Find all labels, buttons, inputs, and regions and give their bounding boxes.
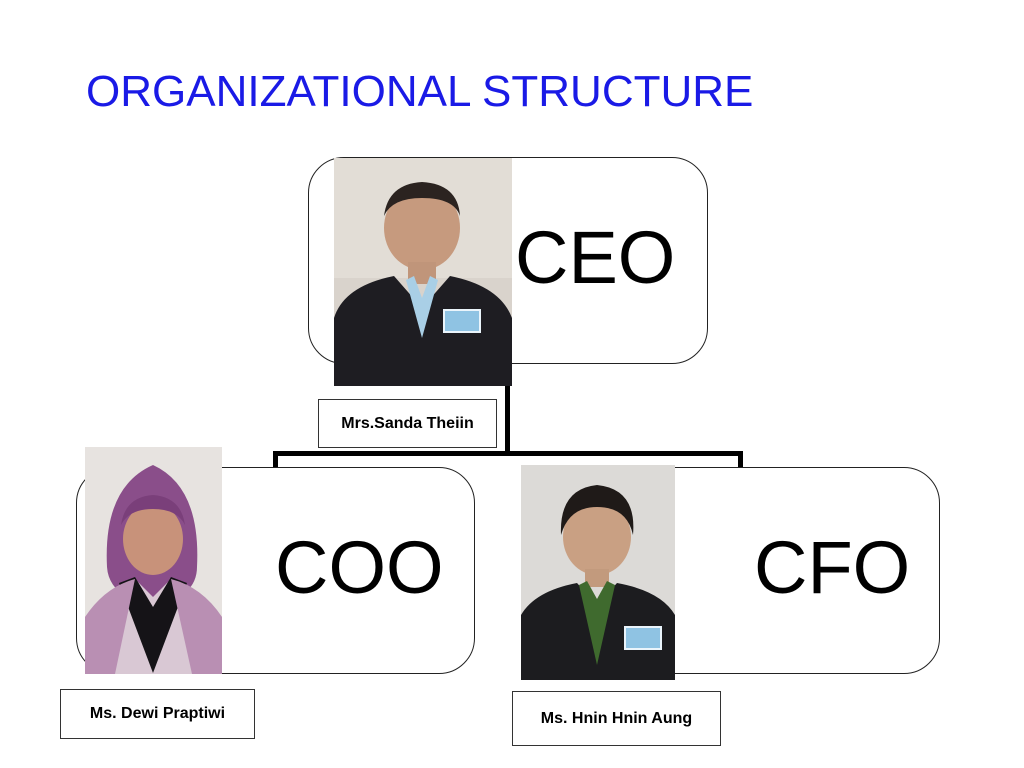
connector-horizontal	[273, 451, 743, 456]
cfo-role-label: CFO	[754, 526, 911, 609]
coo-role-label: COO	[275, 526, 444, 609]
page-title: ORGANIZATIONAL STRUCTURE	[86, 67, 754, 116]
ceo-photo	[334, 158, 512, 386]
connector-drop-cfo	[738, 451, 743, 468]
coo-photo	[85, 447, 222, 674]
person-photo-icon	[85, 447, 222, 674]
connector-drop-coo	[273, 451, 278, 468]
connector-vertical-ceo	[505, 385, 510, 453]
coo-name-label: Ms. Dewi Praptiwi	[60, 689, 255, 739]
cfo-name-label: Ms. Hnin Hnin Aung	[512, 691, 721, 746]
person-photo-icon	[521, 465, 675, 680]
person-photo-icon	[334, 158, 512, 386]
cfo-photo	[521, 465, 675, 680]
ceo-role-label: CEO	[515, 216, 676, 299]
ceo-name-label: Mrs.Sanda Theiin	[318, 399, 497, 448]
